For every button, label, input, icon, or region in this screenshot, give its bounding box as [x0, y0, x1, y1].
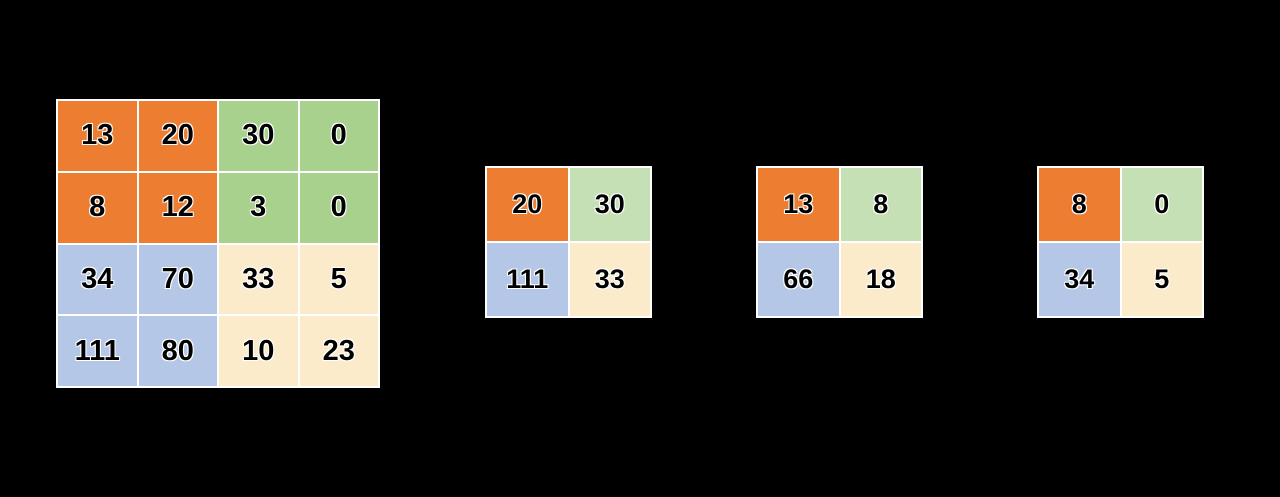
matrix-cell: 33	[219, 244, 298, 315]
matrix-cell: 13	[58, 101, 137, 171]
matrix-cell: 5	[299, 244, 378, 315]
matrix-cell: 80	[138, 316, 217, 386]
matrix-cell: 13	[758, 168, 839, 241]
matrix-cell: 111	[487, 243, 568, 316]
matrix-cell: 34	[58, 244, 137, 315]
matrix-cell: 0	[299, 101, 378, 171]
matrix-cell: 0	[1121, 168, 1202, 241]
matrix-cell: 3	[219, 172, 298, 243]
matrix-cell: 10	[219, 316, 298, 386]
matrix-cell: 33	[569, 243, 650, 316]
matrix-cell: 18	[840, 243, 921, 316]
matrix-cell: 5	[1121, 243, 1202, 316]
matrix-cell: 66	[758, 243, 839, 316]
matrix-cell: 23	[299, 316, 378, 386]
matrix-cell: 70	[138, 244, 217, 315]
matrix-cell: 8	[58, 172, 137, 243]
matrix-cell: 0	[299, 172, 378, 243]
matrix-cell: 30	[219, 101, 298, 171]
matrix-cell: 34	[1039, 243, 1120, 316]
matrix-cell: 8	[1039, 168, 1120, 241]
matrix-cell: 111	[58, 316, 137, 386]
matrix-cell: 12	[138, 172, 217, 243]
matrix-cell: 20	[138, 101, 217, 171]
matrix-cell: 20	[487, 168, 568, 241]
matrix-cell: 8	[840, 168, 921, 241]
matrix-cell: 30	[569, 168, 650, 241]
